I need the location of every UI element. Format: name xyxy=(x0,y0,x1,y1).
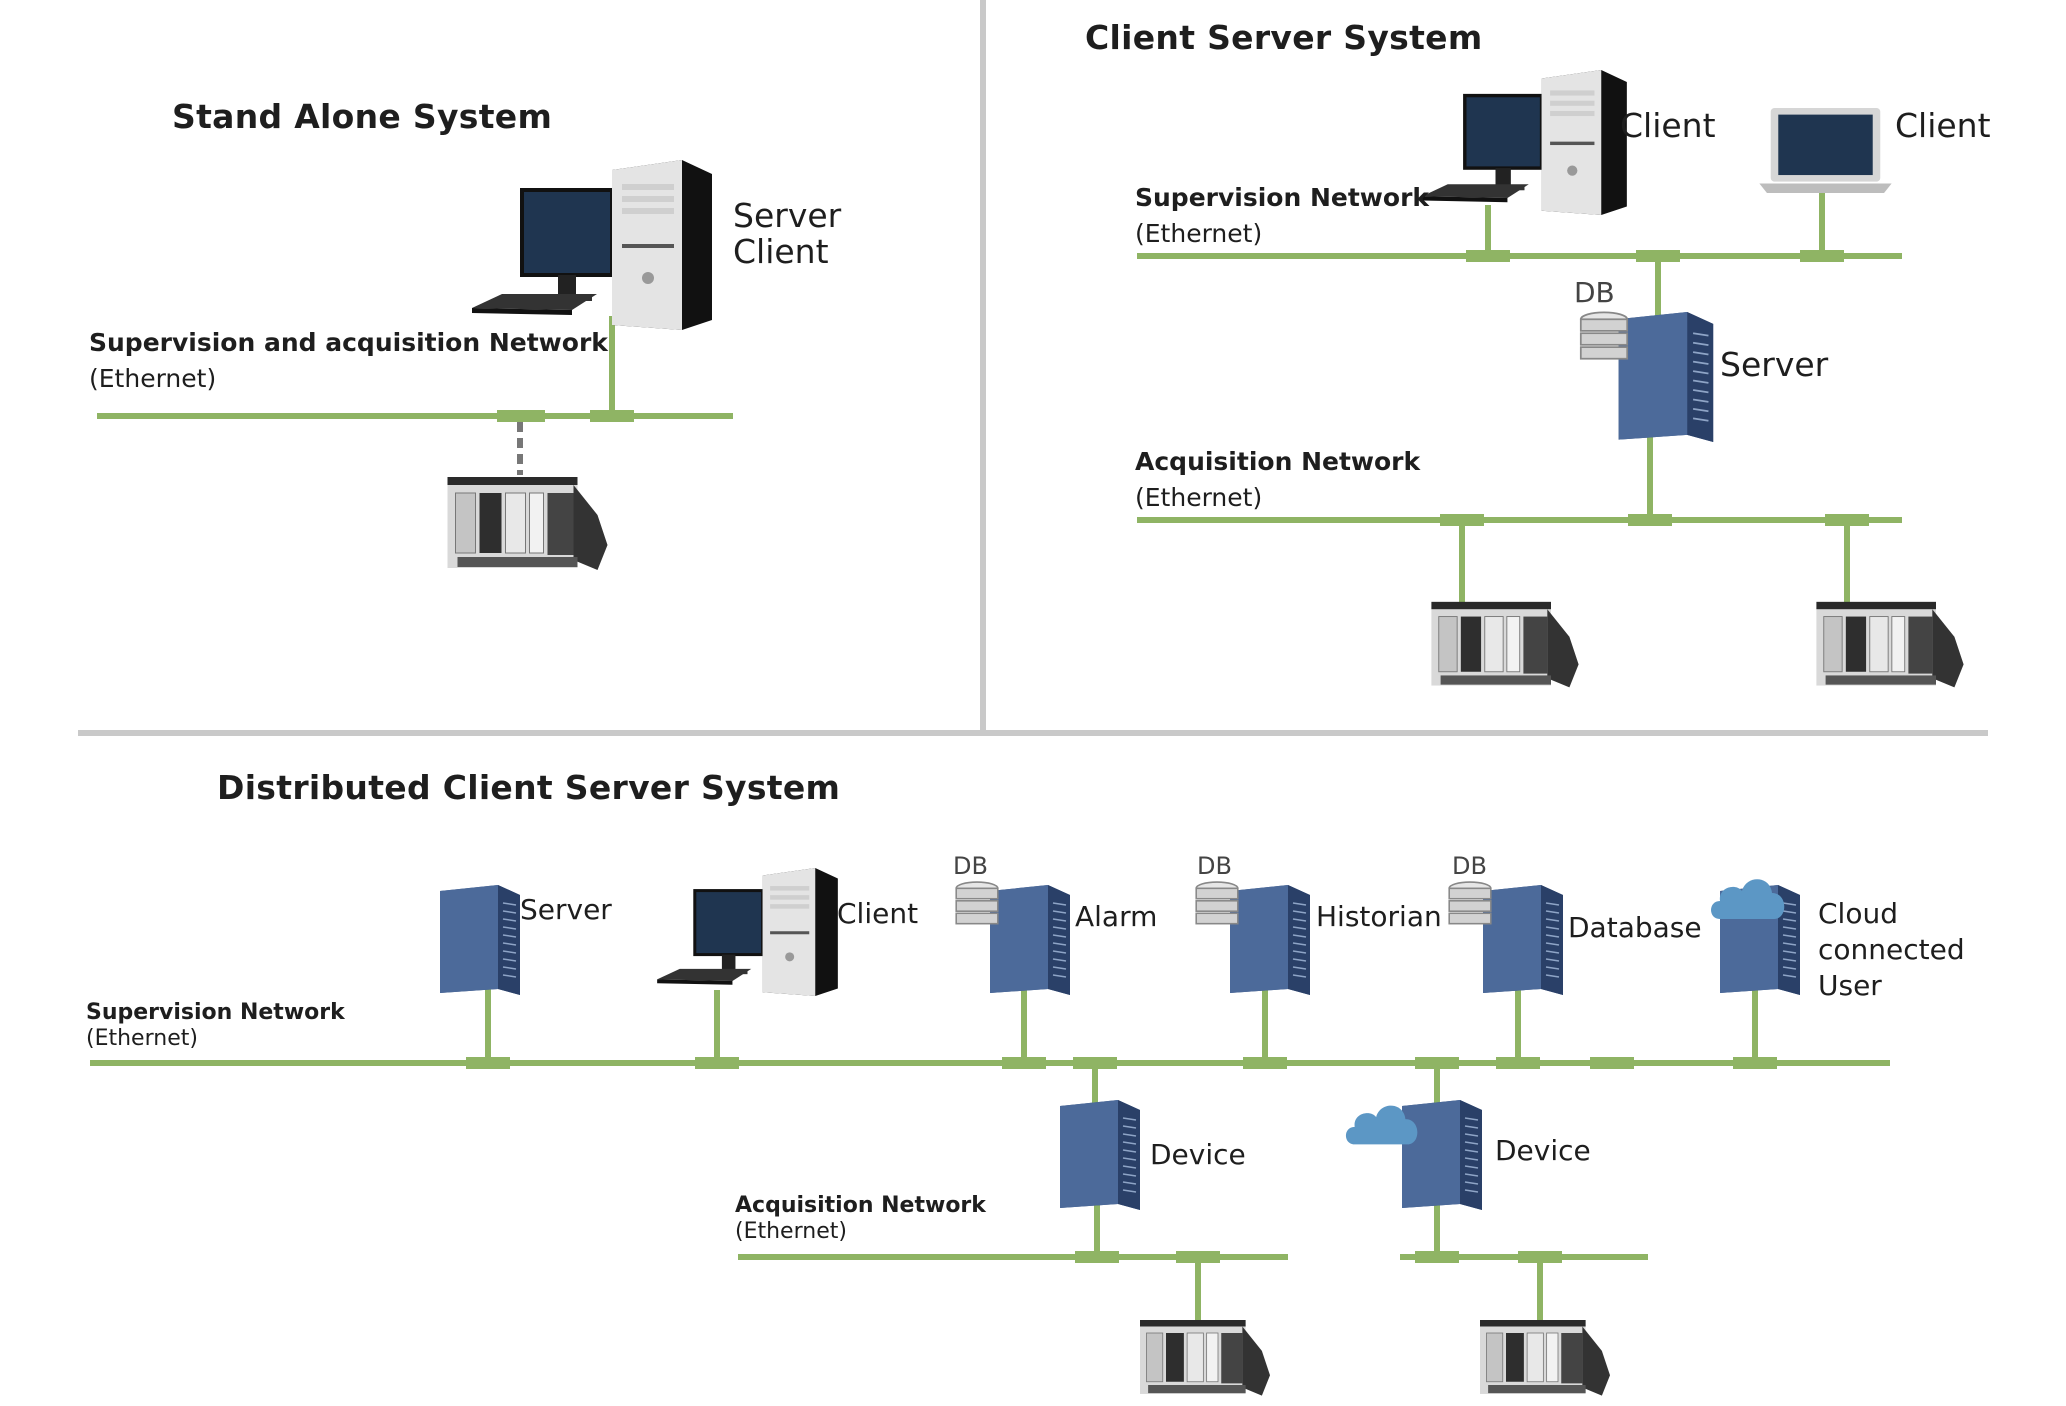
standalone-network-type: (Ethernet) xyxy=(89,364,217,393)
dist-acquisition-network-name: Acquisition Network xyxy=(735,1193,986,1218)
dist-device-1-icon xyxy=(1059,1100,1141,1210)
cs-laptop-label: Client xyxy=(1895,106,1991,145)
dist-database-db-label: DB xyxy=(1452,852,1487,880)
cs-server-icon xyxy=(1617,312,1715,442)
standalone-plc-icon xyxy=(446,476,609,571)
standalone-network-name: Supervision and acquisition Network xyxy=(89,328,608,357)
dist-alarm-db-label: DB xyxy=(953,852,988,880)
standalone-pc-icon xyxy=(472,160,712,330)
dist-device-2-label: Device xyxy=(1495,1134,1591,1167)
cs-supervision-network-type: (Ethernet) xyxy=(1135,219,1263,248)
horizontal-divider xyxy=(78,730,1988,736)
dist-alarm-db-icon xyxy=(955,881,999,925)
dist-plc-2-icon xyxy=(1480,1319,1610,1396)
cs-acquisition-network-name: Acquisition Network xyxy=(1135,447,1421,476)
dist-historian-db-icon xyxy=(1195,881,1239,925)
dist-alarm-label: Alarm xyxy=(1075,900,1158,933)
dist-server-icon xyxy=(439,885,521,995)
standalone-title: Stand Alone System xyxy=(172,97,553,136)
dist-historian-label: Historian xyxy=(1316,900,1442,933)
cs-client-laptop-icon xyxy=(1759,108,1892,193)
cs-db-icon xyxy=(1579,311,1629,360)
dist-plc-1-icon xyxy=(1140,1319,1270,1396)
dist-acquisition-network-type: (Ethernet) xyxy=(735,1219,847,1244)
cs-connectors xyxy=(1440,250,1869,526)
dist-historian-db-label: DB xyxy=(1197,852,1232,880)
dist-supervision-network-type: (Ethernet) xyxy=(86,1026,198,1051)
dist-client-pc-icon xyxy=(655,868,840,996)
dist-device-2-icon xyxy=(1401,1100,1483,1210)
cs-client-label: Client xyxy=(1620,106,1716,145)
dist-connectors xyxy=(466,1057,1777,1263)
vertical-divider xyxy=(980,0,986,735)
dist-server-label: Server xyxy=(520,893,612,926)
cloud-icon xyxy=(1711,879,1785,919)
cs-acquisition-network-type: (Ethernet) xyxy=(1135,483,1263,512)
dist-client-label: Client xyxy=(837,897,919,930)
dist-cloud-label-line3: User xyxy=(1818,969,1882,1002)
standalone-connectors xyxy=(497,410,634,422)
cs-title: Client Server System xyxy=(1085,18,1483,57)
dist-network-lines xyxy=(90,988,1890,1328)
standalone-pc-label-line1: Server xyxy=(733,196,842,235)
dist-title: Distributed Client Server System xyxy=(217,768,841,807)
cs-plc-1-icon xyxy=(1430,601,1580,688)
dist-historian-server-icon xyxy=(1229,885,1311,995)
dist-supervision-network-name: Supervision Network xyxy=(86,1000,345,1025)
dist-database-server-icon xyxy=(1482,885,1564,995)
dist-database-label: Database xyxy=(1568,911,1702,944)
dist-cloud-label-line2: connected xyxy=(1818,933,1965,966)
cs-plc-2-icon xyxy=(1815,601,1965,688)
dist-alarm-server-icon xyxy=(989,885,1071,995)
cs-server-label: Server xyxy=(1720,345,1829,384)
cs-supervision-network-name: Supervision Network xyxy=(1135,183,1430,212)
cs-network-lines xyxy=(1137,185,1902,605)
cs-client-pc-icon xyxy=(1422,70,1627,215)
dist-cloud-label-line1: Cloud xyxy=(1818,897,1898,930)
cs-db-label: DB xyxy=(1574,276,1615,309)
standalone-pc-label-line2: Client xyxy=(733,232,829,271)
dist-database-db-icon xyxy=(1448,881,1492,925)
dist-device-1-label: Device xyxy=(1150,1138,1246,1171)
